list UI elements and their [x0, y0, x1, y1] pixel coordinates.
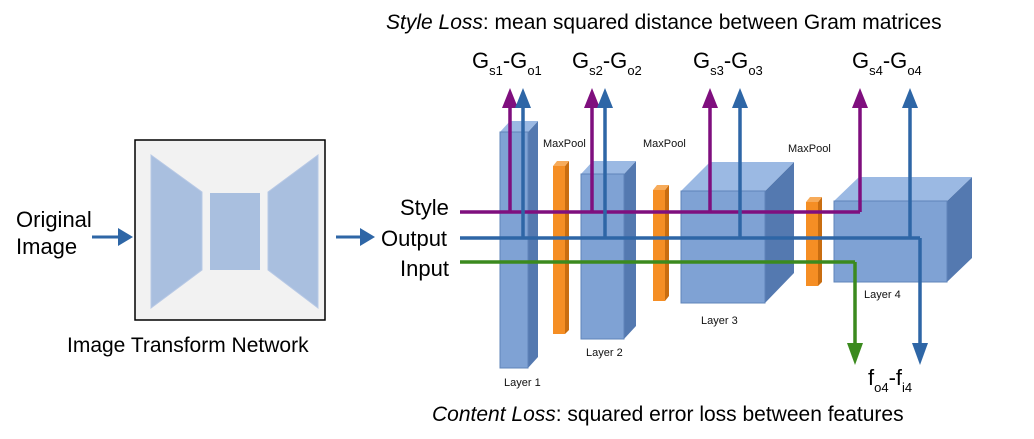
style-stream [460, 106, 862, 214]
maxpool-1-block [553, 161, 569, 334]
gram-term-2: Gs2-Go2 [572, 48, 642, 78]
layer-1-block [499, 121, 538, 369]
image-transform-network [134, 139, 326, 321]
gram-term-1: Gs1-Go1 [472, 48, 542, 78]
network-label: Image Transform Network [67, 334, 309, 357]
original-image-label-line1: Original [16, 207, 92, 232]
output-stream [460, 106, 922, 345]
layer-4-block [833, 177, 972, 283]
output-arrow [336, 228, 375, 246]
stream-label-input: Input [400, 256, 449, 281]
gram-term-3: Gs3-Go3 [693, 48, 763, 78]
style-arrowheads [502, 88, 868, 108]
content-loss-title: Content Loss: squared error loss between… [432, 403, 904, 426]
maxpool-2-block [653, 185, 669, 301]
layer-2-label: Layer 2 [586, 347, 623, 359]
original-image-label-line2: Image [16, 234, 77, 259]
stream-label-output: Output [381, 226, 447, 251]
output-arrowheads [515, 88, 928, 365]
maxpool-2-label: MaxPool [643, 138, 686, 150]
encoder-shape [150, 154, 203, 309]
layer-1-label: Layer 1 [504, 377, 541, 389]
maxpool-3-block [806, 197, 822, 286]
stream-label-style: Style [400, 195, 449, 220]
bottleneck-shape [210, 193, 260, 270]
layer-2-block [580, 161, 636, 340]
feature-term: fo4-fi4 [868, 365, 912, 395]
input-arrowhead [847, 343, 863, 365]
style-loss-title: Style Loss: mean squared distance betwee… [386, 11, 942, 34]
maxpool-3-label: MaxPool [788, 143, 831, 155]
decoder-shape [267, 154, 319, 310]
maxpool-1-label: MaxPool [543, 138, 586, 150]
gram-term-4: Gs4-Go4 [852, 48, 922, 78]
layer-3-block [680, 162, 794, 304]
input-arrow [92, 228, 133, 246]
layer-3-label: Layer 3 [701, 315, 738, 327]
input-stream [460, 260, 857, 345]
layer-4-label: Layer 4 [864, 289, 901, 301]
